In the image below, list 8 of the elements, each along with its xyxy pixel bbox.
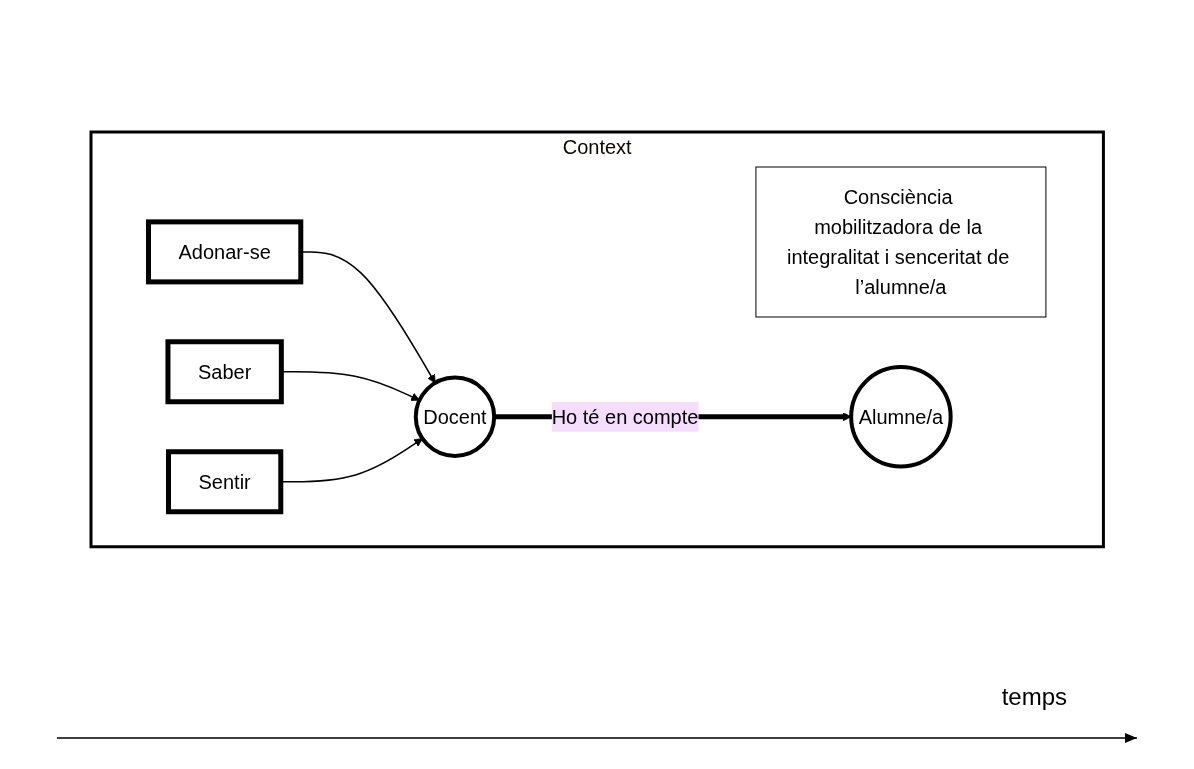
edge-label: Ho té en compte xyxy=(551,405,699,428)
node-box: Sentir xyxy=(165,449,284,515)
axis-label: temps xyxy=(1001,683,1067,711)
node-box: Consciència mobilitzadora de la integralitat i senceritat de l’alumne/a xyxy=(755,166,1047,318)
node-box: Adonar-se xyxy=(145,219,304,285)
node-circle: Alumne/a xyxy=(848,365,953,469)
node-box: Saber xyxy=(165,339,284,405)
node-circle: Docent xyxy=(413,375,496,459)
